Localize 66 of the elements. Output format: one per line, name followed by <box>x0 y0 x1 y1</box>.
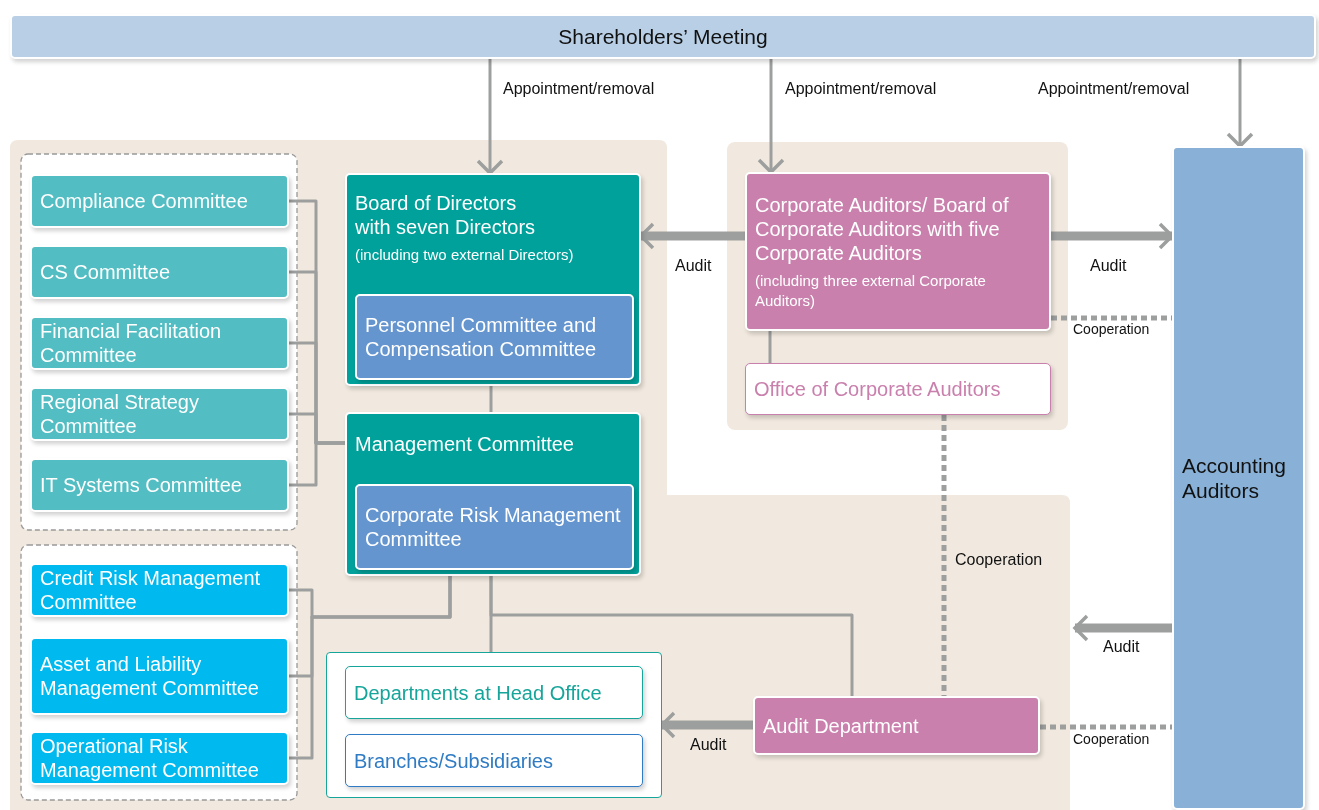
box-label: Credit Risk Management Committee <box>40 566 262 614</box>
box-label: Accounting Auditors <box>1182 452 1287 504</box>
edge-label: Audit <box>690 736 727 754</box>
box-label: Asset and Liability Management Committee <box>40 652 260 700</box>
edge-label: Cooperation <box>1073 731 1150 747</box>
box-label: Board of Directors with seven Directors <box>355 191 537 239</box>
connector-line <box>489 576 854 696</box>
note-text: (including two external Directors) <box>355 245 575 265</box>
box-label: Corporate Auditors/ Board of Corporate Auditors with five Corporate Auditors <box>755 193 1010 265</box>
sub-committee-box <box>355 294 634 380</box>
box-label: Office of Corporate Auditors <box>754 377 1002 401</box>
edge-label: Appointment/removal <box>1038 80 1190 98</box>
connector-line <box>489 386 493 412</box>
edge-label: Cooperation <box>955 551 1043 569</box>
arrow <box>476 59 504 175</box>
box-label: Regional Strategy Committee <box>40 390 200 438</box>
auditor-box <box>753 696 1040 755</box>
box-label: IT Systems Committee <box>40 473 243 497</box>
board-box <box>345 412 641 576</box>
dashed-connector <box>1040 724 1172 730</box>
dashed-connector <box>1051 315 1172 321</box>
box-label: Operational Risk Management Committee <box>40 734 260 782</box>
box-label: Branches/Subsidiaries <box>354 748 554 773</box>
committee-box <box>30 731 289 785</box>
committee-box <box>30 637 289 715</box>
box-label: Audit Department <box>763 713 920 738</box>
group-box <box>326 652 662 798</box>
box-label: Shareholders’ Meeting <box>557 23 769 50</box>
arrow <box>639 222 745 250</box>
box-label: Management Committee <box>355 432 575 456</box>
arrow <box>757 59 785 174</box>
box-label: Compliance Committee <box>40 189 249 213</box>
edge-label: Appointment/removal <box>785 80 937 98</box>
arrow <box>1226 59 1254 148</box>
arrow <box>1051 222 1174 250</box>
dashed-connector <box>941 415 947 696</box>
committee-box <box>30 563 289 617</box>
box-label: CS Committee <box>40 260 172 284</box>
box-label: Corporate Risk Management Committee <box>365 503 622 551</box>
committee-box <box>30 387 289 441</box>
connector-line <box>768 331 772 363</box>
connector-line <box>289 441 345 487</box>
arrow <box>1073 614 1172 642</box>
committee-box <box>30 458 289 512</box>
auditor-box <box>745 172 1051 331</box>
office-box <box>745 363 1051 415</box>
committee-box <box>30 245 289 299</box>
box-label: Financial Facilitation Committee <box>40 319 223 367</box>
box-label: Departments at Head Office <box>354 680 603 705</box>
edge-label: Audit <box>1090 257 1127 275</box>
edge-label: Cooperation <box>1073 321 1150 337</box>
committee-box <box>30 316 289 370</box>
note-text: (including three external Corporate Auditors) <box>755 271 987 310</box>
connector-line <box>289 576 452 760</box>
sub-committee-box <box>355 484 634 570</box>
department-box <box>345 666 643 719</box>
edge-label: Audit <box>675 257 712 275</box>
department-box <box>345 734 643 787</box>
box-label: Personnel Committee and Compensation Committee <box>365 313 598 361</box>
edge-label: Audit <box>1103 638 1140 656</box>
auditor-column <box>1172 146 1305 810</box>
edge-label: Appointment/removal <box>503 80 655 98</box>
committee-box <box>30 174 289 228</box>
board-box <box>345 173 641 386</box>
arrow <box>660 711 753 739</box>
header-bar <box>10 14 1316 59</box>
